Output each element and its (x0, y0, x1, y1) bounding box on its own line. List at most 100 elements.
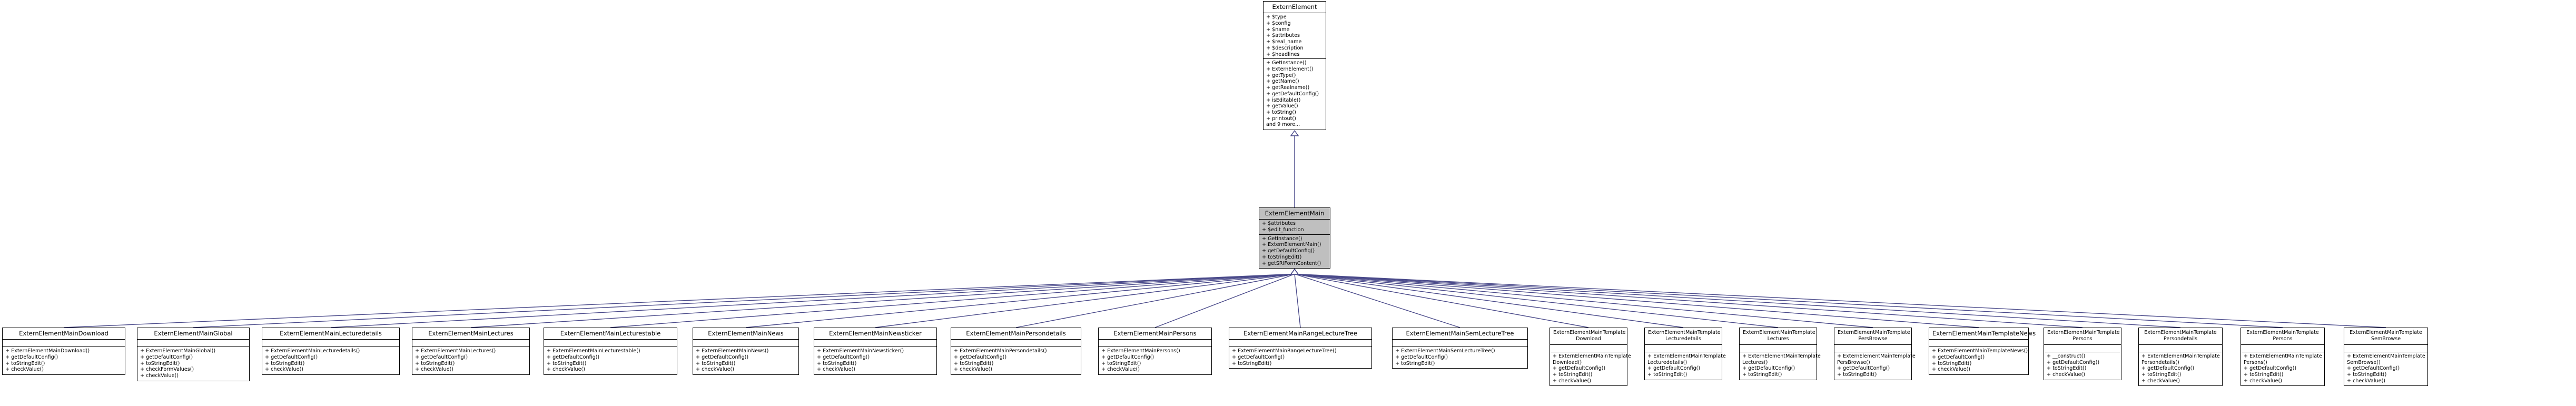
class-node-main[interactable]: ExternElementMain+ $attributes+ $edit_fu… (1259, 207, 1330, 269)
method-row: + checkValue() (5, 367, 44, 373)
method-row: + getDefaultConfig() (696, 354, 749, 361)
class-node-d03[interactable]: ExternElementMainLecturedetails + ExternE… (262, 328, 400, 375)
method-row: + toStringEdit() (1232, 360, 1272, 367)
method-row: + getDefaultConfig() (1262, 248, 1315, 254)
method-row: + ExternElementMainLectures() (415, 348, 496, 354)
class-attributes (544, 340, 677, 348)
class-node-d02[interactable]: ExternElementMainGlobal + ExternElementMa… (137, 328, 250, 381)
class-attributes (2139, 345, 2222, 352)
class-node-d13[interactable]: ExternElementMainTemplate Lecturedetails… (1644, 328, 1726, 380)
class-node-d10[interactable]: ExternElementMainRangeLectureTree+ Exter… (1229, 328, 1372, 369)
method-row: + printout() (1266, 115, 1296, 122)
class-node-root[interactable]: ExternElement+ $type+ $config+ $name+ $a… (1263, 1, 1326, 131)
class-methods: + ExternElementMainPersons()+ getDefault… (1099, 347, 1211, 374)
method-row: + ExternElementMainTemplate (2244, 353, 2322, 359)
method-row: + getDefaultConfig() (2141, 365, 2195, 372)
method-row: + checkValue() (817, 367, 856, 373)
method-row: + toStringEdit() (2047, 365, 2087, 372)
method-row: + getDefaultConfig() (1647, 365, 1701, 372)
class-title: ExternElementMainGlobal (137, 328, 249, 340)
class-node-d01[interactable]: ExternElementMainDownload+ ExternElement… (2, 328, 125, 375)
method-row: + getDefaultConfig() (1232, 354, 1285, 361)
class-methods: + ExternElementMainTemplateNews()+ getDe… (1929, 347, 2028, 374)
method-row: Lectures() (1742, 359, 1768, 365)
class-methods: + ExternElementMainLecturedetails()+ get… (262, 347, 399, 374)
method-row: + checkValue() (1553, 378, 1592, 384)
method-row: + getSRIFormContent() (1262, 260, 1321, 266)
method-row: + checkValue() (2244, 378, 2283, 384)
method-row: + ExternElementMainTemplate (1647, 353, 1726, 359)
class-attributes: + $type+ $config+ $name+ $attributes+ $r… (1264, 13, 1326, 60)
method-row: + getDefaultConfig() (817, 354, 870, 361)
class-title: ExternElementMain (1259, 208, 1330, 220)
class-attributes (1834, 345, 1911, 352)
method-row: + ExternElementMainTemplate (1742, 353, 1821, 359)
method-row: + ExternElementMainGlobal() (140, 348, 216, 354)
class-node-d15[interactable]: ExternElementMainTemplate PersBrowse+ Ex… (1834, 328, 1916, 380)
method-row: + getType() (1266, 72, 1296, 78)
method-row: + checkValue() (265, 367, 304, 373)
class-attributes (2344, 345, 2427, 352)
class-node-d20[interactable]: ExternElementMainTemplate SemBrowse+ Ext… (2344, 328, 2428, 387)
class-node-d19[interactable]: ExternElementMainTemplate Persons+ Exter… (2241, 328, 2325, 387)
class-node-d09[interactable]: ExternElementMainPersons + ExternElementM… (1098, 328, 1212, 375)
class-attributes (1645, 345, 1722, 352)
method-row: + getDefaultConfig() (1837, 365, 1890, 372)
class-node-d06[interactable]: ExternElementMainNews + ExternElementMain… (693, 328, 799, 375)
class-methods: + ExternElementMainPersondetails()+ getD… (951, 347, 1081, 374)
method-row: + checkValue() (415, 367, 454, 373)
method-row: Persons() (2244, 359, 2267, 365)
method-row: + toStringEdit() (265, 360, 305, 367)
attribute-row: + $attributes (1262, 221, 1296, 227)
method-row: + ExternElementMainNews() (696, 348, 769, 354)
method-row: + ExternElementMainLecturestable() (547, 348, 640, 354)
method-row: + checkValue() (2047, 372, 2086, 378)
class-methods: + ExternElementMainLecturestable()+ getD… (544, 347, 677, 374)
class-attributes (814, 340, 936, 348)
class-node-d18[interactable]: ExternElementMainTemplate Persondetails+… (2138, 328, 2223, 387)
class-attributes (2044, 345, 2121, 352)
class-title: ExternElementMainNews (693, 328, 798, 340)
method-row: + getDefaultConfig() (954, 354, 1007, 361)
class-node-d04[interactable]: ExternElementMainLectures+ ExternElement… (412, 328, 530, 375)
method-row: SemBrowse() (2347, 359, 2381, 365)
class-title: ExternElementMainLecturedetails (262, 328, 399, 340)
method-row: + getDefaultConfig() (265, 354, 318, 361)
class-node-d05[interactable]: ExternElementMainLecturestable+ ExternEl… (544, 328, 677, 375)
method-row: + checkValue() (954, 367, 993, 373)
method-row: + toStringEdit() (1262, 254, 1302, 260)
class-methods: + ExternElementMainLectures()+ getDefaul… (412, 347, 529, 374)
class-node-d07[interactable]: ExternElementMainNewsticker+ ExternEleme… (814, 328, 937, 375)
class-node-d16[interactable]: ExternElementMainTemplateNews + ExternEle… (1929, 328, 2036, 375)
class-node-d08[interactable]: ExternElementMainPersondetails+ ExternEl… (951, 328, 1081, 375)
method-row: + getDefaultConfig() (5, 354, 58, 361)
class-title: ExternElementMainSemLectureTree (1393, 328, 1527, 340)
method-row: + getDefaultConfig() (415, 354, 468, 361)
method-row: + ExternElementMainTemplate (1837, 353, 1916, 359)
method-row: + ExternElementMainPersondetails() (954, 348, 1047, 354)
method-row: + ExternElementMainLecturedetails() (265, 348, 360, 354)
class-title: ExternElementMainPersons (1099, 328, 1211, 340)
method-row: + toStringEdit() (1837, 372, 1877, 378)
method-row: + ExternElementMainTemplate (2141, 353, 2220, 359)
class-node-d17[interactable]: ExternElementMainTemplate Persons+ __con… (2044, 328, 2121, 380)
class-title: ExternElementMainTemplateNews (1929, 328, 2036, 340)
method-row: + ExternElementMainPersons() (1101, 348, 1180, 354)
attribute-row: + $edit_function (1262, 227, 1304, 233)
method-row: + isEditable() (1266, 97, 1301, 103)
attribute-row: + $config (1266, 21, 1291, 27)
class-attributes (412, 340, 529, 348)
method-row: + toStringEdit() (1553, 372, 1593, 378)
method-row: + GetInstance() (1262, 235, 1302, 242)
class-methods: + ExternElementMainRangeLectureTree()+ g… (1229, 347, 1371, 368)
class-node-d14[interactable]: ExternElementMainTemplate Lectures+ Exte… (1739, 328, 1821, 380)
class-node-d11[interactable]: ExternElementMainSemLectureTree+ ExternE… (1392, 328, 1528, 369)
method-row: + toStringEdit() (547, 360, 587, 367)
class-methods: + ExternElementMainGlobal()+ getDefaultC… (137, 347, 249, 381)
method-row: + ExternElementMainNewsticker() (817, 348, 904, 354)
class-methods: + ExternElementMainNewsticker()+ getDefa… (814, 347, 936, 374)
method-row: + toStringEdit() (140, 360, 180, 367)
class-node-d12[interactable]: ExternElementMainTemplate Download+ Exte… (1549, 328, 1631, 387)
